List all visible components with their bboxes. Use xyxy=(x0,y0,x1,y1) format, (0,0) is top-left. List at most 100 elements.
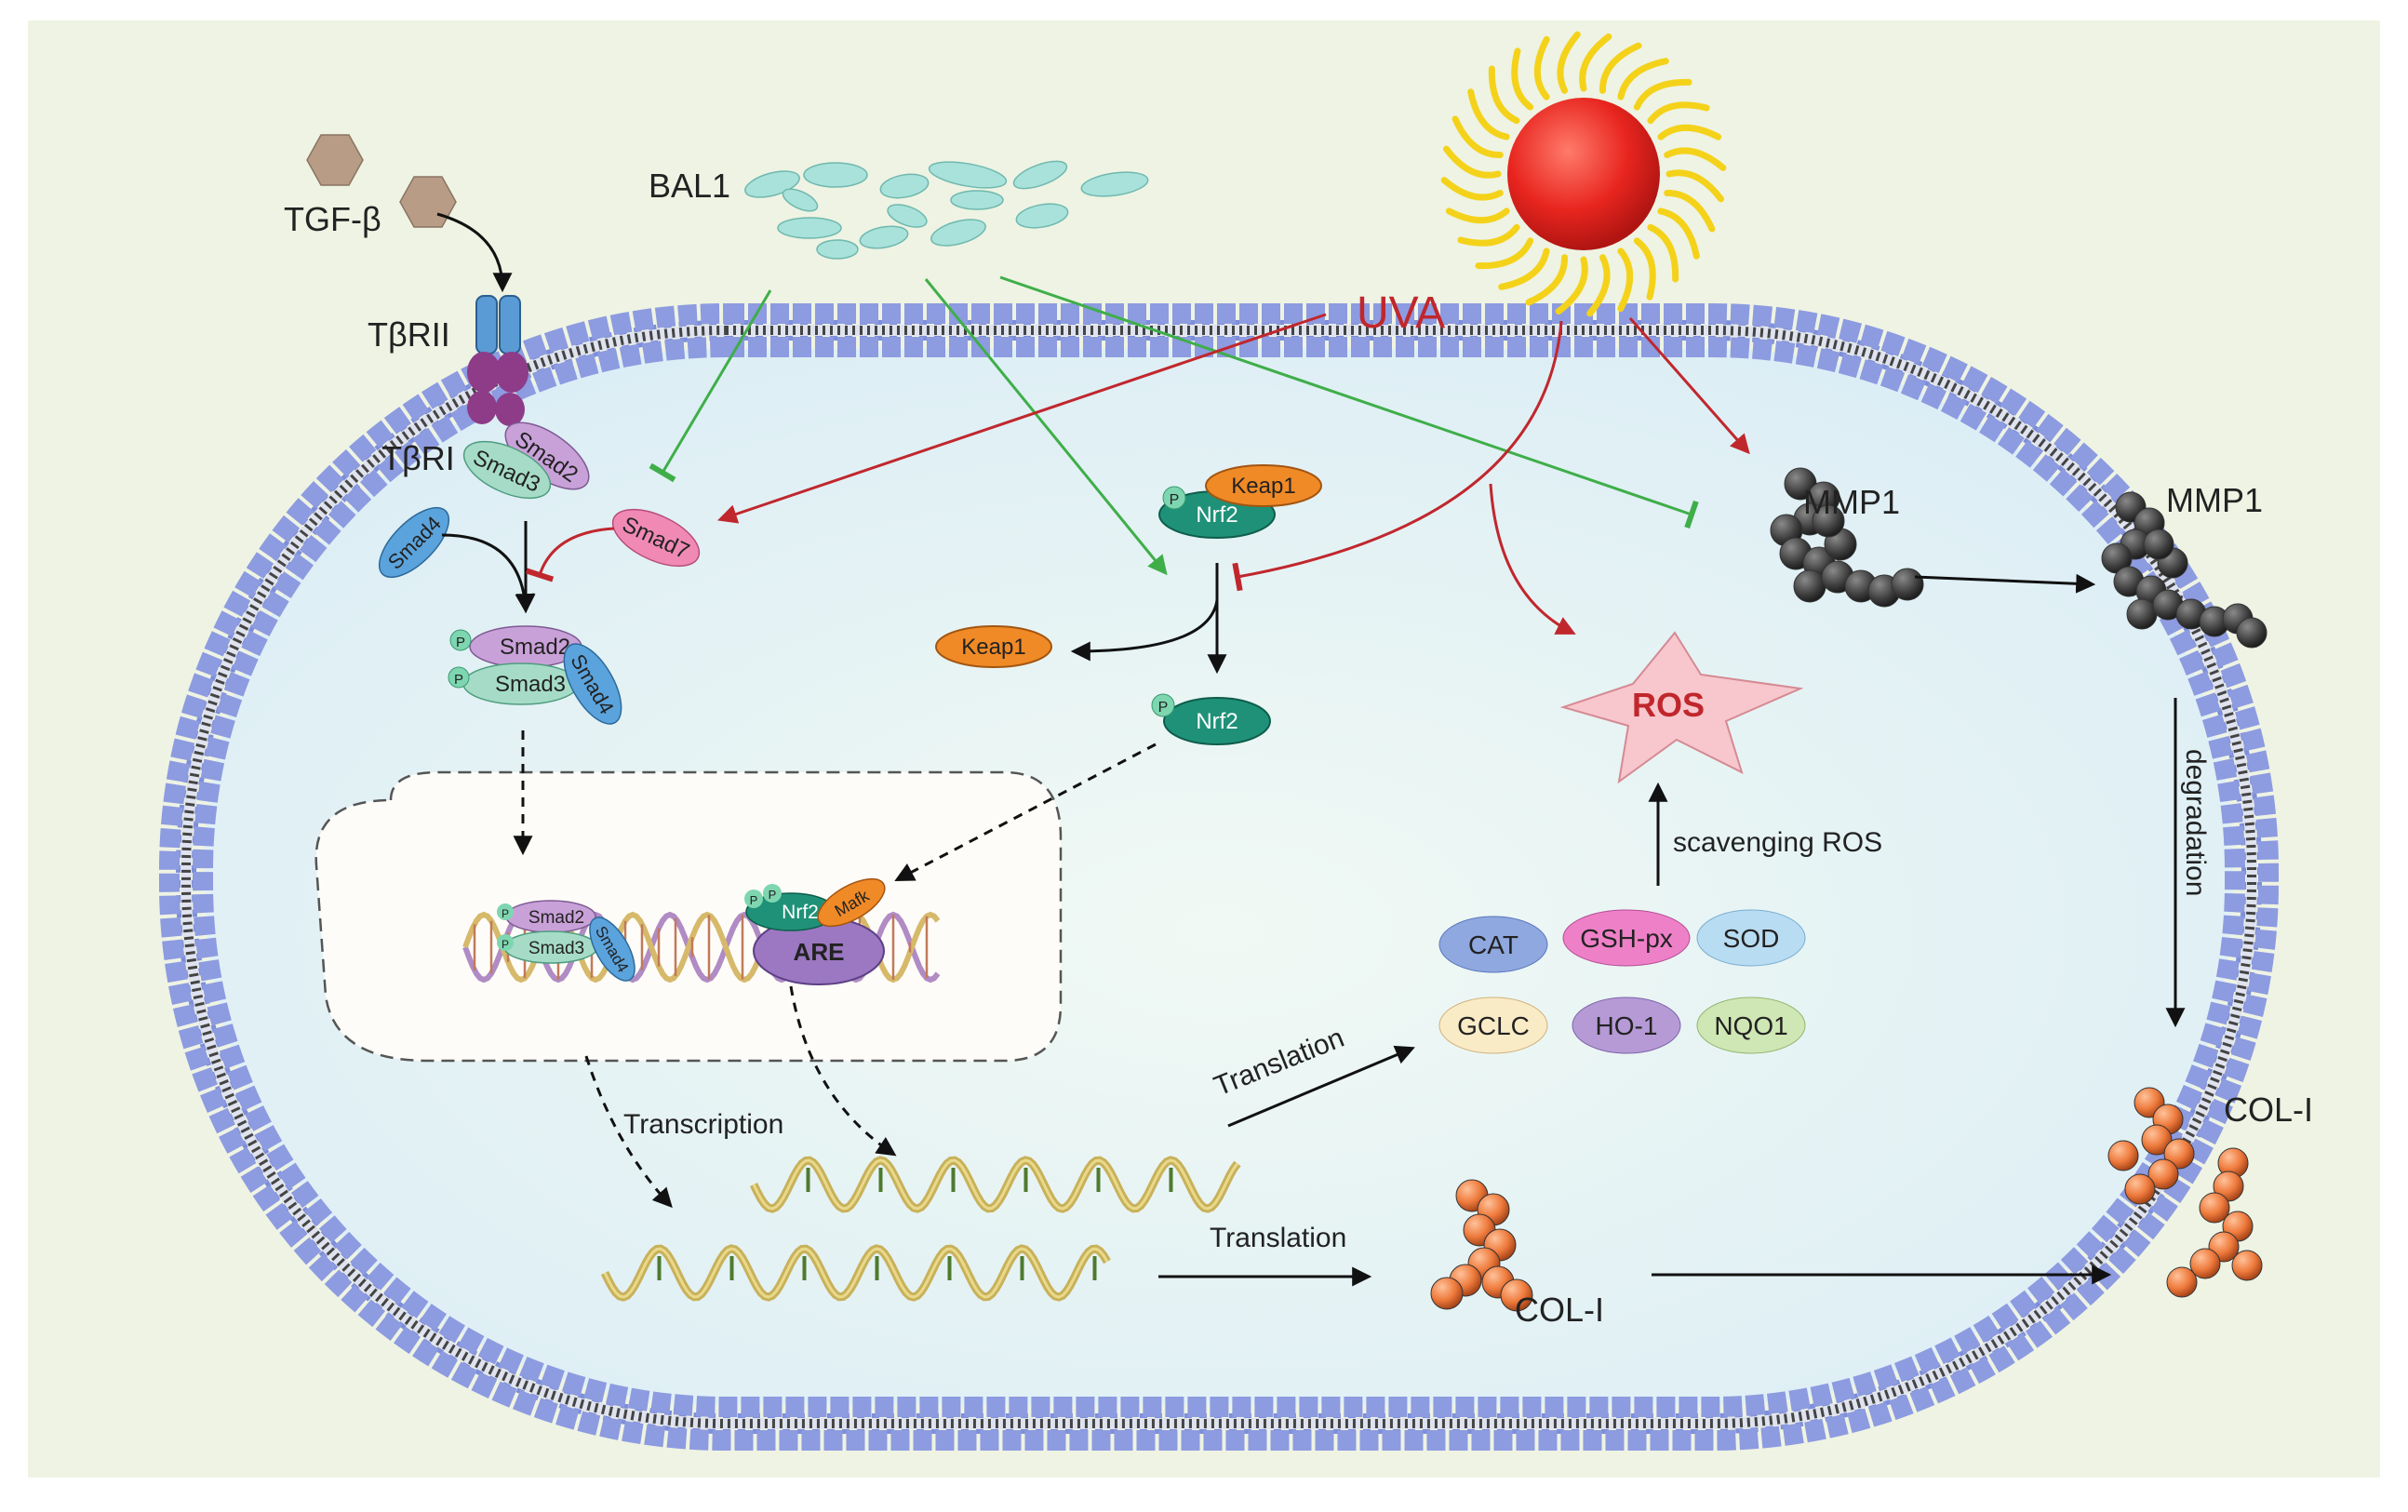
tbrii-receptor xyxy=(467,295,528,426)
svg-text:Nrf2: Nrf2 xyxy=(1196,502,1237,528)
bal1-particle xyxy=(887,204,928,228)
col1-bead xyxy=(2141,1124,2173,1156)
mmp1-bead xyxy=(1793,569,1826,603)
sun-ray xyxy=(1599,42,1642,94)
sun-ray xyxy=(1445,207,1510,224)
mmp1-label-outer: MMP1 xyxy=(2166,481,2263,519)
svg-text:P: P xyxy=(750,893,758,907)
are-complex: ARE Nrf2 Mafk P P xyxy=(744,877,886,985)
bal1-inhibits-mmp1 xyxy=(999,275,1699,529)
sun-ray xyxy=(1488,65,1520,125)
enzyme-gsh-px: GSH-px xyxy=(1562,909,1691,967)
mmp1-extracellular xyxy=(2101,491,2268,649)
svg-text:Nrf2: Nrf2 xyxy=(782,902,819,923)
sun-ray xyxy=(1664,147,1727,171)
sun-ray xyxy=(1657,207,1700,260)
sun-ray xyxy=(1647,223,1679,283)
col1-bead xyxy=(2199,1192,2230,1224)
uva-induces-ros xyxy=(1489,483,1576,635)
mmp1-bead xyxy=(2236,617,2268,649)
svg-text:P: P xyxy=(502,907,509,920)
p-nrf2-free: Nrf2 P xyxy=(1151,693,1271,745)
smad-complex-on-dna: Smad2 Smad3 P P Smad4 xyxy=(497,900,635,982)
sun-ray xyxy=(1475,237,1534,270)
tgfb-to-receptor-arrow xyxy=(436,212,513,293)
ros-label: ROS xyxy=(1632,686,1705,724)
bal1-particle xyxy=(803,162,868,188)
bal1-particle xyxy=(928,161,1008,189)
col1-bead xyxy=(2166,1266,2198,1298)
sun-ray xyxy=(1511,47,1534,111)
keap1-nrf2-complex: Nrf2 Keap1 P xyxy=(1158,464,1322,539)
uva-inhibits-nrf2-release xyxy=(1232,320,1563,592)
ros-star xyxy=(1559,631,1804,784)
bal1-inhibits-smad7 xyxy=(649,289,772,483)
mmp1-label-inner: MMP1 xyxy=(1803,483,1900,521)
smad4-join-arrow xyxy=(441,533,535,614)
keap1-free: Keap1 xyxy=(935,625,1052,668)
translation-label-col1: Translation xyxy=(1210,1223,1346,1253)
uva-label: UVA xyxy=(1357,288,1445,338)
mmp1-bead xyxy=(2143,529,2174,560)
bal1-particle xyxy=(950,190,1004,210)
sun-ray xyxy=(1617,58,1669,100)
col1-intracellular xyxy=(1430,1179,1533,1312)
bal1-particle xyxy=(1015,203,1069,229)
sun-ray xyxy=(1557,31,1581,94)
are-transcription-arrow xyxy=(789,985,897,1157)
sun-ray xyxy=(1586,254,1611,317)
smad-transcription-arrow xyxy=(584,1055,673,1209)
uva-activates-smad7 xyxy=(717,313,1327,524)
svg-text:GCLC: GCLC xyxy=(1457,1011,1530,1040)
col1-bead xyxy=(2124,1173,2156,1205)
svg-text:CAT: CAT xyxy=(1468,930,1518,959)
col1-bead xyxy=(2189,1248,2221,1279)
svg-text:SOD: SOD xyxy=(1723,924,1780,953)
svg-text:ARE: ARE xyxy=(794,938,845,966)
sun-ray xyxy=(1440,177,1504,201)
svg-text:P: P xyxy=(454,672,463,688)
svg-text:Smad2: Smad2 xyxy=(500,635,570,660)
sun-ray xyxy=(1579,33,1612,92)
mrna-strand-highlight xyxy=(603,1247,1109,1299)
svg-text:GSH-px: GSH-px xyxy=(1580,924,1673,953)
bal1-particle xyxy=(816,239,859,260)
mmp1-secretion-arrow xyxy=(1914,573,2096,594)
tbrii-label: TβRII xyxy=(368,315,450,354)
sun-ray xyxy=(1442,145,1502,179)
svg-text:Keap1: Keap1 xyxy=(1231,474,1295,499)
bal1-particle xyxy=(782,188,819,212)
mrna-bottom xyxy=(600,1244,1111,1302)
smad7-inhibition xyxy=(525,527,615,582)
sun-ray xyxy=(1666,169,1725,203)
sun-ray xyxy=(1617,248,1634,313)
svg-text:P: P xyxy=(769,888,777,902)
mmp1-bead xyxy=(1891,568,1924,601)
svg-text:Smad3: Smad3 xyxy=(495,672,566,697)
bal1-particles xyxy=(744,160,1149,260)
mmp1-bead xyxy=(2126,598,2158,630)
col1-label-outer: COL-I xyxy=(2224,1091,2313,1129)
bal1-particle xyxy=(879,173,930,199)
sun-ray xyxy=(1664,189,1716,233)
enzyme-sod: SOD xyxy=(1696,909,1806,967)
svg-text:Smad2: Smad2 xyxy=(528,908,584,928)
mmp1-intracellular xyxy=(1770,467,1924,608)
p-smad-complex: Smad2 Smad3 P P Smad4 xyxy=(448,625,622,725)
bal1-particle xyxy=(1012,160,1068,190)
svg-text:P: P xyxy=(456,635,465,650)
enzyme-ho-1: HO-1 xyxy=(1572,997,1681,1054)
uva-induces-mmp1 xyxy=(1628,317,1750,455)
svg-text:HO-1: HO-1 xyxy=(1596,1011,1658,1040)
sun-ray xyxy=(1451,115,1504,159)
mrna-strand-highlight xyxy=(752,1158,1239,1211)
transcription-label: Transcription xyxy=(623,1109,783,1140)
nrf2-nuclear-translocation xyxy=(894,743,1157,881)
sun-ray xyxy=(1467,88,1510,140)
tgf-beta-hexagon-1 xyxy=(306,134,364,186)
svg-text:Keap1: Keap1 xyxy=(961,635,1025,660)
enzyme-gclc: GCLC xyxy=(1438,997,1548,1054)
svg-text:P: P xyxy=(502,938,509,951)
col1-bead xyxy=(2163,1138,2195,1170)
